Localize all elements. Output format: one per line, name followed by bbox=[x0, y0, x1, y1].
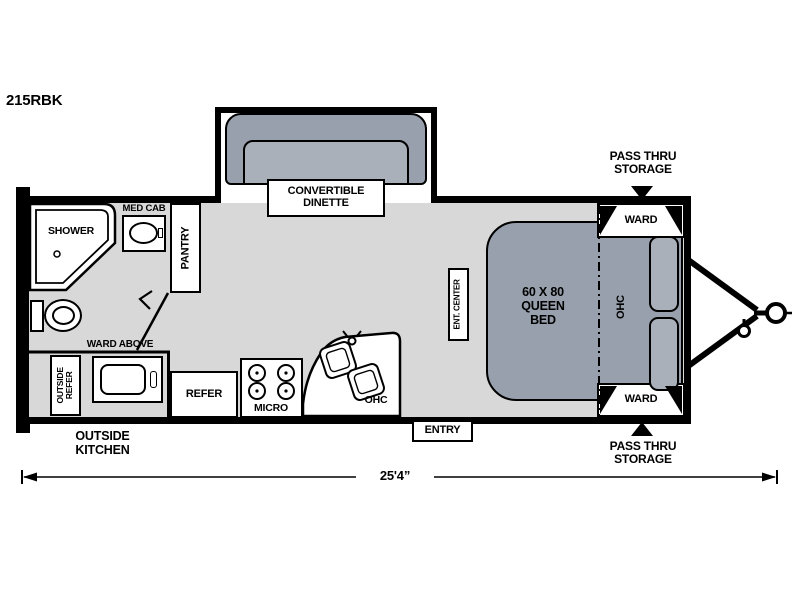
dinette-label: CONVERTIBLE DINETTE bbox=[287, 185, 365, 209]
med-cab-label: MED CAB bbox=[122, 203, 166, 214]
ohc-bed-label: OHC bbox=[615, 295, 627, 319]
model-label: 215RBK bbox=[6, 92, 63, 109]
stove: MICRO bbox=[240, 358, 303, 418]
pantry-label: PANTRY bbox=[179, 226, 192, 270]
vanity-faucet bbox=[158, 228, 163, 238]
pantry-cabinet: PANTRY bbox=[170, 203, 201, 293]
entry-door: ENTRY bbox=[412, 420, 473, 442]
toilet-seat bbox=[52, 306, 75, 325]
length-label: 25'4” bbox=[357, 468, 433, 484]
shower-label: SHOWER bbox=[47, 225, 95, 237]
pass-thru-bottom-label: PASS THRU STORAGE bbox=[609, 439, 677, 467]
vanity-basin bbox=[129, 222, 158, 244]
outside-kitchen-label: OUTSIDE KITCHEN bbox=[75, 429, 130, 457]
hitch bbox=[685, 256, 792, 370]
ohc-kitchen-label: OHC bbox=[364, 394, 388, 406]
outside-kitchen-sink bbox=[92, 356, 163, 403]
toilet-tank bbox=[30, 300, 44, 332]
pass-thru-top-label: PASS THRU STORAGE bbox=[609, 149, 677, 177]
outside-refer-cabinet: OUTSIDE REFER bbox=[50, 355, 81, 416]
micro-label: MICRO bbox=[254, 402, 288, 414]
outside-sink-basin bbox=[100, 364, 146, 395]
vanity-sink bbox=[122, 215, 166, 252]
outside-sink-faucet bbox=[150, 371, 157, 388]
pillow-bottom bbox=[649, 317, 679, 391]
ward-above-label: WARD ABOVE bbox=[86, 339, 154, 350]
ward-top-cabinet: WARD bbox=[597, 203, 685, 238]
pillow-top bbox=[649, 236, 679, 312]
outside-refer-label: OUTSIDE REFER bbox=[55, 367, 75, 404]
dinette-label-box: CONVERTIBLE DINETTE bbox=[267, 179, 385, 217]
refer-cabinet: REFER bbox=[170, 371, 238, 418]
queen-bed-label: 60 X 80 QUEEN BED bbox=[521, 285, 565, 327]
pass-thru-arrow-bottom bbox=[631, 422, 653, 436]
ent-center-cabinet: ENT. CENTER bbox=[448, 268, 469, 341]
ent-center-label: ENT. CENTER bbox=[453, 279, 463, 330]
